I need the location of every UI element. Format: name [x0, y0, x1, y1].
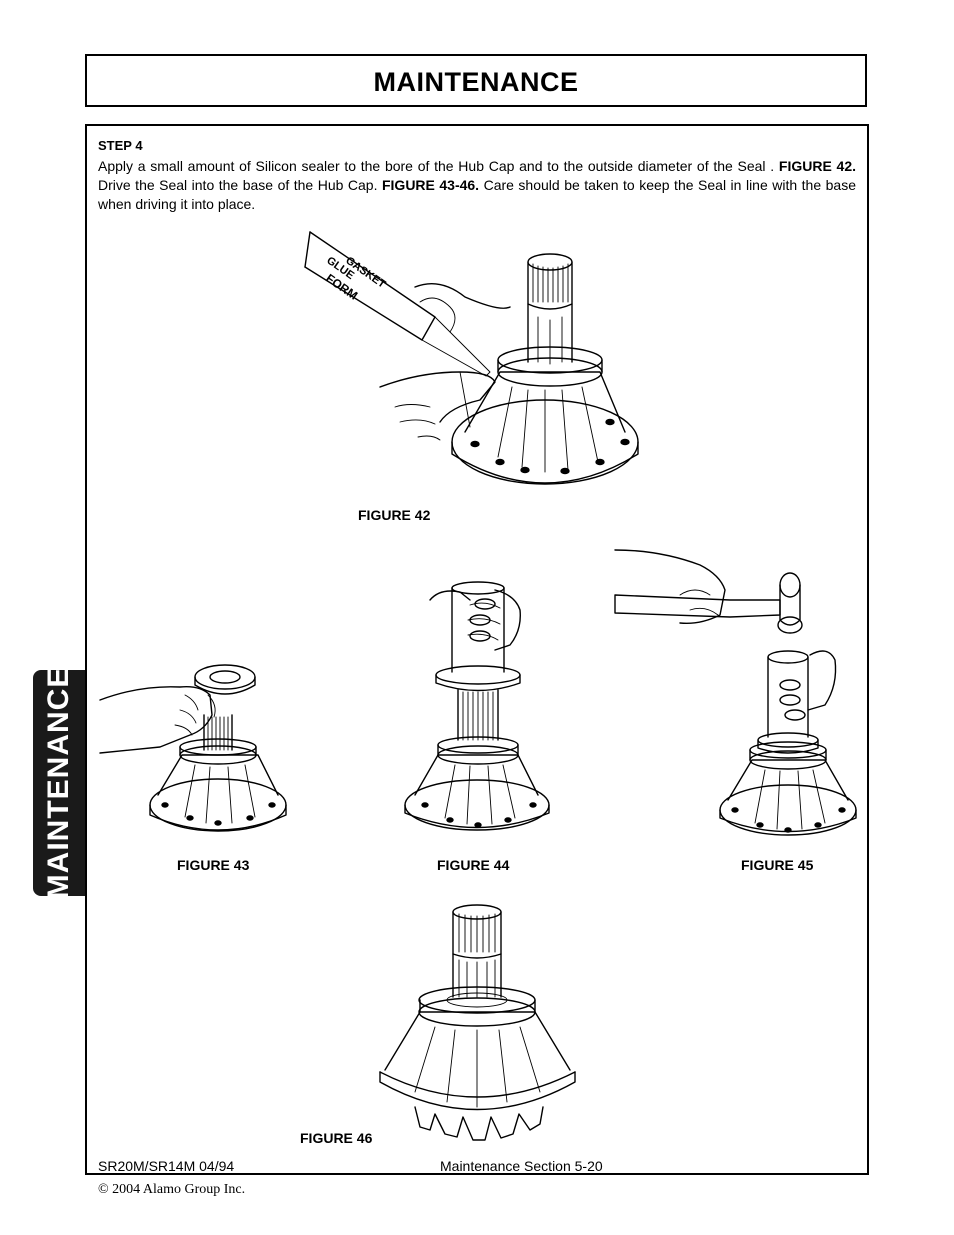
figure-ref-42: FIGURE 42.: [778, 158, 856, 174]
step-text-3: Care should be taken to keep the Seal in…: [98, 177, 856, 212]
figure-46-illustration: [379, 904, 576, 1141]
figure-43-illustration: [99, 664, 287, 832]
step-instructions: Apply a small amount of Silicon sealer t…: [98, 157, 856, 214]
side-tab-label: MAINTENANCE: [42, 666, 75, 900]
copyright-notice: © 2004 Alamo Group Inc.: [98, 1182, 246, 1197]
step-title: STEP 4: [98, 138, 143, 153]
figure-45-illustration: [614, 549, 857, 836]
step-text-2: Drive the Seal into the base of the Hub …: [98, 177, 382, 193]
footer-section: Maintenance Section 5-20: [440, 1158, 603, 1174]
content-frame: [85, 124, 869, 1175]
figure-46-caption: FIGURE 46: [300, 1130, 373, 1146]
figure-45-caption: FIGURE 45: [741, 857, 814, 873]
figure-ref-43-46: FIGURE 43-46.: [381, 177, 480, 193]
figure-44-caption: FIGURE 44: [437, 857, 510, 873]
page-header: MAINTENANCE: [85, 54, 867, 107]
footer-model-date: SR20M/SR14M 04/94: [98, 1158, 235, 1174]
figure-42-caption: FIGURE 42: [358, 507, 431, 523]
step-text-1: Apply a small amount of Silicon sealer t…: [98, 158, 775, 174]
page-title: MAINTENANCE: [373, 67, 579, 97]
figure-43-caption: FIGURE 43: [177, 857, 250, 873]
figure-42-illustration: GLUE GASKET FORM: [304, 231, 639, 485]
figure-44-illustration: [404, 581, 550, 831]
section-side-tab: MAINTENANCE: [33, 667, 85, 899]
